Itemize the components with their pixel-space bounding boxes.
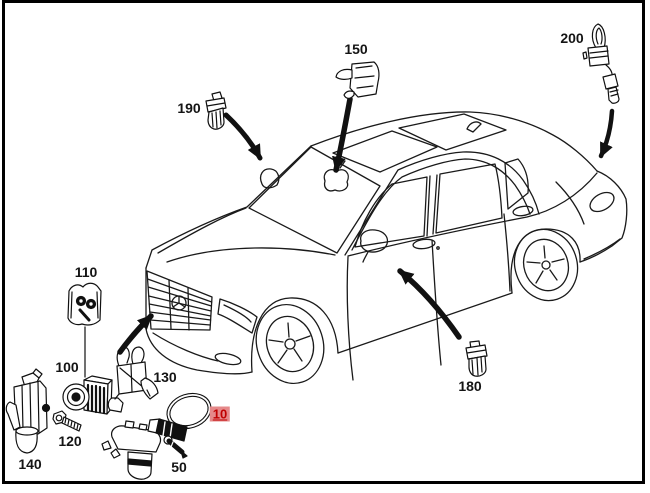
arrow-180 — [397, 268, 462, 340]
car-drawing — [145, 111, 628, 385]
part-drawing-180 — [465, 340, 488, 377]
part-label-150[interactable]: 150 — [344, 41, 368, 57]
part-label-140[interactable]: 140 — [18, 456, 42, 472]
arrow-200 — [598, 108, 615, 159]
callout-arrows — [117, 96, 615, 355]
part-label-50[interactable]: 50 — [171, 459, 187, 475]
part-drawing-140 — [5, 368, 51, 454]
part-label-100[interactable]: 100 — [55, 359, 79, 375]
part-drawing-190 — [205, 91, 227, 130]
part-label-180[interactable]: 180 — [458, 378, 482, 394]
arrow-front-grille — [117, 313, 154, 355]
part-drawing-assembly — [101, 420, 162, 480]
part-label-110[interactable]: 110 — [74, 264, 98, 280]
part-drawing-120 — [52, 410, 82, 432]
part-label-130[interactable]: 130 — [153, 369, 177, 385]
part-drawing-50 — [163, 435, 188, 459]
part-label-10-highlighted[interactable]: 10 — [209, 406, 231, 422]
part-drawing-130 — [107, 346, 159, 413]
part-drawing-150 — [335, 61, 380, 99]
part-drawing-200 — [582, 23, 620, 104]
part-label-200[interactable]: 200 — [560, 30, 584, 46]
part-drawing-100 — [62, 375, 113, 415]
part-label-120[interactable]: 120 — [58, 433, 82, 449]
arrow-150 — [332, 96, 353, 173]
part-drawing-110 — [67, 282, 102, 378]
part-drawing-10 — [147, 392, 212, 442]
arrow-190 — [223, 112, 263, 161]
part-label-190[interactable]: 190 — [177, 100, 201, 116]
